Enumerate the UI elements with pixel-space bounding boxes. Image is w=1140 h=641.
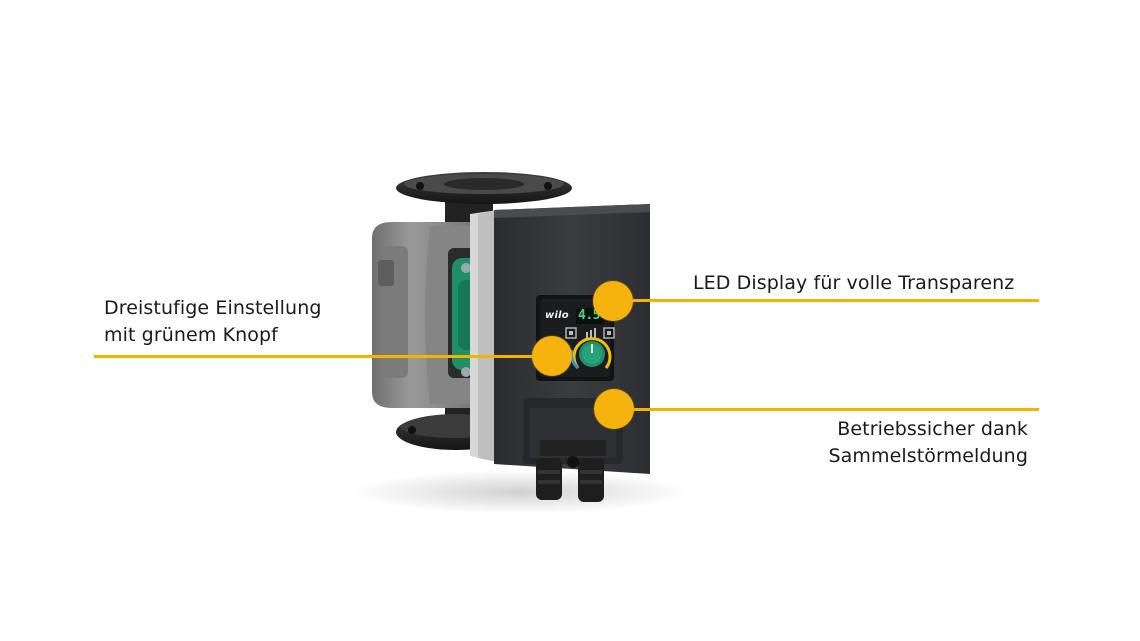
- callout-fault-line1: Betriebssicher dank: [837, 418, 1028, 440]
- callout-fault-signal: Betriebssicher dank Sammelstörmeldung: [828, 416, 1028, 470]
- display-mode-left-icon: [565, 327, 577, 339]
- callout-line-right-bottom: [614, 408, 1039, 411]
- brand-logo: wilo: [545, 310, 569, 321]
- callout-line-left: [94, 355, 552, 358]
- callout-led-display: LED Display für volle Transparenz: [693, 270, 1014, 297]
- setting-level-icon: [586, 328, 596, 338]
- callout-knob-setting: Dreistufige Einstellung mit grünem Knopf: [104, 295, 322, 349]
- cable-glands: [536, 456, 604, 502]
- display-readout: 4.5: [578, 308, 600, 323]
- callout-dot-display: [593, 281, 633, 321]
- callout-line-right-top: [613, 299, 1039, 302]
- callout-knob-line1: Dreistufige Einstellung: [104, 297, 322, 319]
- callout-dot-knob: [532, 336, 572, 376]
- callout-dot-fault-signal: [594, 389, 634, 429]
- callout-fault-line2: Sammelstörmeldung: [828, 445, 1028, 467]
- electronics-housing: [494, 204, 650, 474]
- ground-shadow: [350, 470, 690, 514]
- callout-knob-line2: mit grünem Knopf: [104, 324, 278, 346]
- callout-led-line1: LED Display für volle Transparenz: [693, 272, 1015, 294]
- display-mode-right-icon: [603, 327, 615, 339]
- green-control-knob: [570, 337, 612, 370]
